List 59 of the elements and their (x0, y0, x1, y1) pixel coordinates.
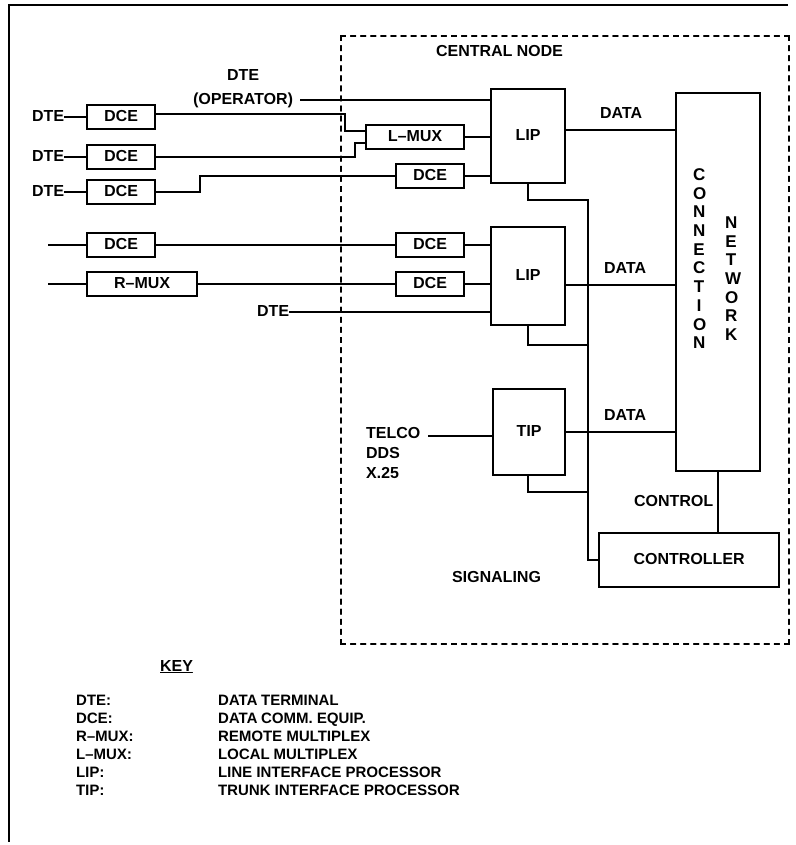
process-box: DCE (395, 163, 465, 189)
key-term: DCE: (76, 710, 114, 728)
key-term: DTE: (76, 692, 112, 710)
region-title: CENTRAL NODE (436, 42, 563, 62)
connector-line (566, 431, 675, 433)
connector-line (64, 191, 86, 193)
terminal-label: DTE (OPERATOR) (186, 66, 300, 110)
process-box: DCE (86, 104, 156, 130)
connector-line (48, 283, 86, 285)
key-definition: DATA COMM. EQUIP. (218, 710, 367, 728)
process-box: R–MUX (86, 271, 198, 297)
key-definition: LINE INTERFACE PROCESSOR (218, 764, 442, 782)
signal-label: SIGNALING (452, 568, 541, 588)
connector-line (465, 283, 490, 285)
terminal-label: DTE (18, 106, 64, 128)
connector-line (428, 435, 492, 437)
process-box: CONTROLLER (598, 532, 780, 588)
key-term: TIP: (76, 782, 106, 800)
network-box (675, 92, 761, 472)
key-term: LIP: (76, 764, 106, 782)
connector-line (465, 136, 490, 138)
terminal-label: DTE (18, 146, 64, 168)
connector-line (156, 142, 365, 158)
connector-line (156, 175, 395, 193)
key-definition: DATA TERMINAL (218, 692, 340, 710)
key-definition: LOCAL MULTIPLEX (218, 746, 358, 764)
terminal-label: TELCO DDS X.25 (366, 424, 428, 494)
process-box: DCE (86, 179, 156, 205)
connector-line (289, 311, 490, 313)
connector-line (64, 116, 86, 118)
terminal-label: DTE (18, 181, 64, 203)
connector-line (566, 284, 675, 286)
process-box: DCE (86, 232, 156, 258)
connector-line (156, 244, 395, 246)
connector-line (64, 156, 86, 158)
process-box: DCE (86, 144, 156, 170)
key-definition: REMOTE MULTIPLEX (218, 728, 372, 746)
key-definition: TRUNK INTERFACE PROCESSOR (218, 782, 460, 800)
connector-line (156, 113, 365, 132)
connector-line (527, 476, 598, 561)
process-box: DCE (395, 271, 465, 297)
process-box: TIP (492, 388, 566, 476)
connector-line (48, 244, 86, 246)
key-heading: KEY (160, 657, 193, 677)
dashed-region (340, 35, 790, 645)
process-box: LIP (490, 88, 566, 184)
connector-line (566, 129, 675, 131)
connector-line (465, 175, 490, 177)
vertical-label: CONNECTION (693, 166, 705, 353)
key-term: L–MUX: (76, 746, 133, 764)
process-box: DCE (395, 232, 465, 258)
process-box: L–MUX (365, 124, 465, 150)
connector-line (465, 244, 490, 246)
terminal-label: DTE (243, 301, 289, 323)
connector-line (717, 472, 719, 532)
connector-line (300, 99, 490, 101)
key-term: R–MUX: (76, 728, 135, 746)
connector-line (198, 283, 395, 285)
process-box: LIP (490, 226, 566, 326)
